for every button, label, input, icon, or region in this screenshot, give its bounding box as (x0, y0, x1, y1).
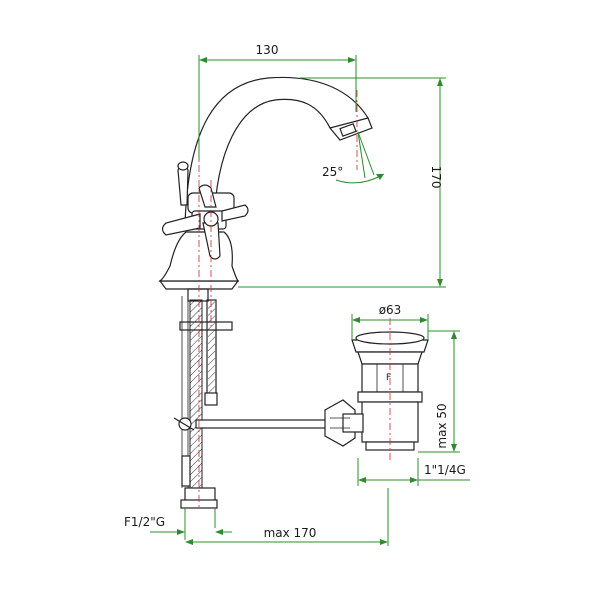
supply-pipes (179, 288, 233, 509)
dim-spout-angle: 25° (322, 131, 385, 184)
dim-waste-diameter: ø63 (351, 303, 429, 340)
center-lines (198, 90, 391, 510)
dim-spout-reach: 130 (198, 43, 357, 160)
waste-thread-label: 1"1/4G (424, 463, 466, 477)
waste-max-height-label: max 50 (435, 403, 449, 448)
faucet-body (158, 76, 373, 290)
dim-height: 170 (238, 77, 446, 288)
handle-lever (177, 161, 189, 206)
spout-reach-label: 130 (256, 43, 279, 57)
dim-waste-max-height: max 50 (418, 330, 460, 453)
dim-inlet-thread: F1/2"G (124, 508, 232, 540)
svg-text:F: F (386, 373, 391, 383)
rod-max-length-label: max 170 (264, 526, 317, 540)
dim-waste-thread: 1"1/4G (357, 458, 470, 486)
waste-diameter-label: ø63 (379, 303, 402, 317)
waste-assembly: F (324, 331, 429, 451)
height-label: 170 (429, 166, 443, 189)
dim-rod-max-length: max 170 (185, 488, 389, 546)
inlet-thread-label: F1/2"G (124, 515, 165, 529)
spout-angle-label: 25° (322, 165, 343, 179)
popup-rod (173, 417, 327, 431)
